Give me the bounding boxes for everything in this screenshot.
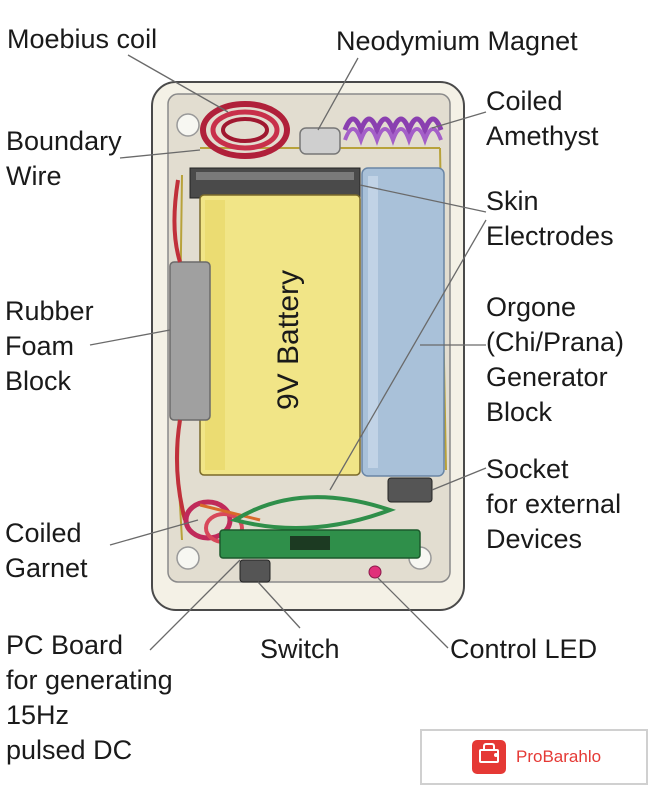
leader-socket [431,467,487,491]
leader-moebius [127,54,229,113]
leader-led [377,577,449,649]
label-rubber-foam-block: Rubber Foam Block [5,296,94,396]
skin-electrode-bar-top [196,172,354,180]
leader-electrodes [359,184,487,213]
orgone-block-shade [368,176,378,468]
label-coiled-garnet: Coiled Garnet [5,518,88,583]
screw-bottom-left [176,546,200,570]
amethyst-coil [342,116,444,146]
switch [239,559,271,583]
leader-foam [89,329,171,346]
moebius-coil [200,101,290,159]
red-wire-left [172,179,187,521]
screw-top-left [176,113,200,137]
watermark-text: ProBarahlo [516,747,602,766]
label-boundary-wire: Boundary Wire [6,126,122,191]
label-switch: Switch [260,634,340,664]
foam-block [169,261,211,421]
label-socket: Socket for external Devices [486,454,622,554]
label-neodymium-magnet: Neodymium Magnet [336,26,578,56]
label-orgone-generator: Orgone (Chi/Prana) Generator Block [486,292,625,427]
neodymium-magnet [299,127,341,155]
pc-board-chip [290,536,330,550]
tv-icon [472,740,506,774]
leader-electrodes-2 [329,219,487,491]
label-control-led: Control LED [450,634,598,664]
label-moebius-coil: Moebius coil [7,24,158,54]
leader-boundary [119,149,201,159]
leader-lines [89,54,487,651]
leader-amethyst [431,111,487,129]
green-wire-loop [229,495,396,530]
label-skin-electrodes: Skin Electrodes [486,186,614,251]
leader-magnet [317,57,359,131]
watermark-badge: ProBarahlo [420,729,648,785]
socket [387,477,433,503]
label-pc-board: PC Board for generating 15Hz pulsed DC [6,630,173,765]
leader-garnet [109,519,199,546]
leader-switch [257,581,301,629]
leader-pcboard [149,559,241,651]
control-led [368,565,382,579]
garnet-coil [183,499,261,544]
label-coiled-amethyst: Coiled Amethyst [486,86,599,151]
battery-label: 9V Battery [272,270,305,410]
